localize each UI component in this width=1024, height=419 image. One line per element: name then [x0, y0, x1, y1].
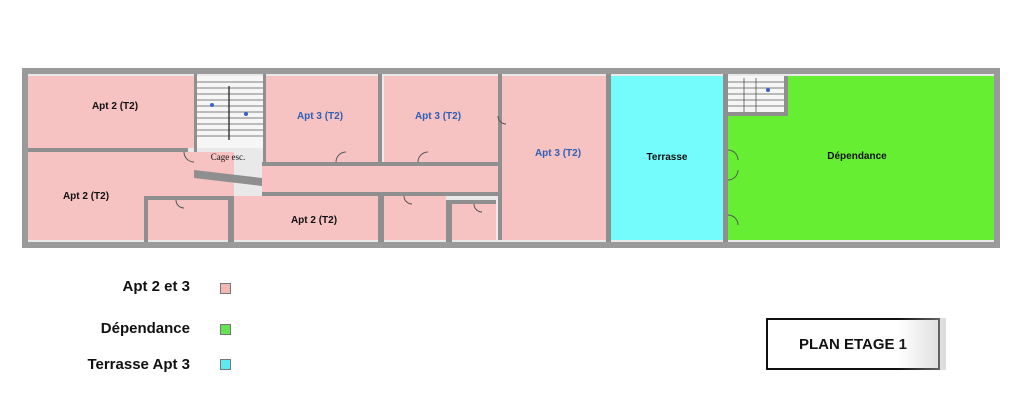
- legend-swatch-terrasse: [220, 359, 231, 370]
- legend-label-dependance: Dépendance: [100, 320, 190, 337]
- room-small-b: [384, 196, 446, 240]
- label-apt2-left: Apt 2 (T2): [63, 191, 109, 202]
- room-apt3-a: [266, 76, 378, 162]
- stair-marker: [210, 103, 214, 107]
- room-apt2-left: [28, 152, 144, 240]
- stair-marker: [244, 112, 248, 116]
- room-apt3-b: [384, 76, 498, 162]
- label-apt3-b: Apt 3 (T2): [415, 111, 461, 122]
- label-dependance: Dépendance: [827, 151, 887, 162]
- interior-walls: [28, 74, 788, 242]
- legend-swatch-apartments: [220, 283, 231, 294]
- label-stair: Cage esc.: [211, 152, 245, 162]
- label-apt2-top: Apt 2 (T2): [92, 101, 138, 112]
- plan-title: PLAN ETAGE 1: [766, 318, 940, 370]
- legend-label-terrasse: Terrasse Apt 3: [87, 356, 190, 373]
- floor-plan: Apt 2 (T2) Apt 2 (T2) Apt 2 (T2) Apt 3 (…: [22, 68, 1000, 248]
- room-apt2-bottom: [234, 196, 378, 240]
- dependance-stair-steps: [728, 78, 784, 112]
- label-apt3-c: Apt 3 (T2): [535, 148, 581, 159]
- room-small-c: [452, 204, 496, 240]
- label-apt3-a: Apt 3 (T2): [297, 111, 343, 122]
- stair-marker: [766, 88, 770, 92]
- label-apt2-bottom: Apt 2 (T2): [291, 215, 337, 226]
- room-apt2-top: [28, 76, 194, 148]
- terrasse-zone: [611, 76, 723, 240]
- legend-label-apartments: Apt 2 et 3: [122, 278, 190, 295]
- stair-steps: [197, 81, 263, 140]
- room-corridor-mid: [262, 166, 498, 192]
- door-swings: [175, 115, 739, 226]
- room-apt3-c: [502, 76, 606, 240]
- label-terrasse: Terrasse: [647, 152, 688, 163]
- legend-swatch-dependance: [220, 324, 231, 335]
- room-small-a: [148, 200, 228, 240]
- apartment-zone: [28, 76, 606, 240]
